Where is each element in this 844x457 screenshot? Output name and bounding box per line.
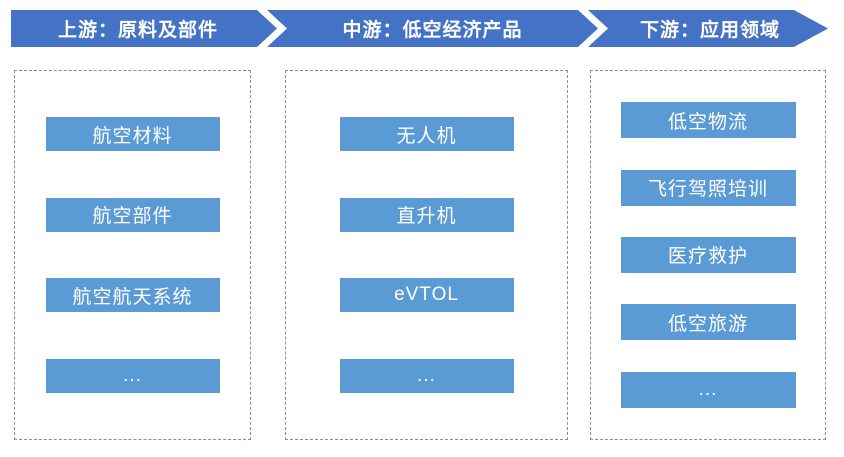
banner-segment-upstream-label: 上游：原料及部件: [57, 20, 218, 41]
midstream-panel: 无人机直升机 eVTOL...: [285, 70, 568, 440]
chain-item-box: 航空部件: [45, 197, 220, 232]
chain-item-box: 低空旅游: [620, 304, 796, 341]
downstream-panel: 低空物流飞行驾照培训医疗救护低空旅游...: [590, 70, 826, 440]
chain-item-box: 直升机: [339, 197, 514, 232]
chain-item-box: ...: [45, 358, 220, 393]
upstream-panel: 航空材料航空部件航空航天系统...: [14, 70, 251, 440]
chain-item-box: 航空材料: [45, 117, 220, 152]
chain-item-box: ...: [620, 371, 796, 408]
banner-segment-midstream: 中游：低空经济产品: [267, 10, 598, 47]
chain-item-box: ...: [339, 358, 514, 393]
banner-segment-downstream: 下游：应用领域: [588, 10, 828, 47]
chain-item-box: 无人机: [339, 117, 514, 152]
chain-item-box: 飞行驾照培训: [620, 169, 796, 206]
chain-item-box: 医疗救护: [620, 236, 796, 273]
chain-item-box: 航空航天系统: [45, 278, 220, 313]
chain-item-box: 低空物流: [620, 102, 796, 139]
banner-segment-upstream: 上游：原料及部件: [11, 10, 277, 47]
chain-item-box: eVTOL: [339, 278, 514, 313]
banner-segment-midstream-label: 中游：低空经济产品: [342, 20, 523, 41]
banner-segment-downstream-label: 下游：应用领域: [639, 20, 780, 41]
